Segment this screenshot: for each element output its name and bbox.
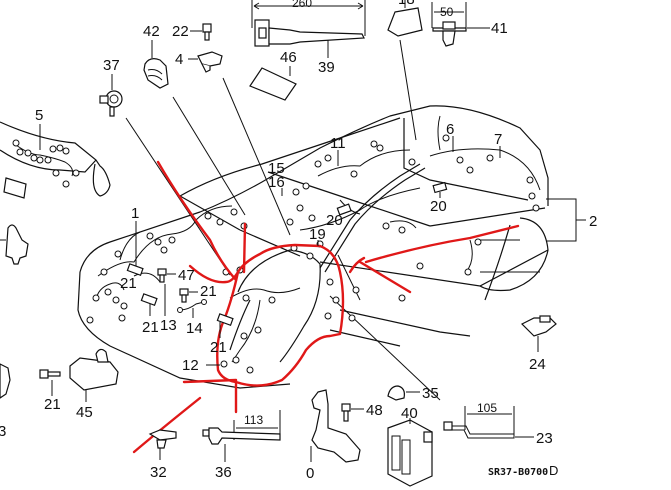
callout-47: 47	[178, 267, 195, 284]
part-3-bracket	[310, 389, 361, 463]
callout-7: 7	[494, 131, 502, 148]
callout-13: 13	[160, 317, 177, 334]
dimension-260: 260	[292, 0, 312, 10]
part-22-bolt	[190, 23, 212, 41]
callout-21-a: 21	[120, 275, 137, 292]
callout-1: 1	[131, 205, 139, 222]
callout-42: 42	[143, 23, 160, 40]
callout-18: 18	[398, 0, 415, 8]
callout-15: 15	[268, 160, 285, 177]
callout-36: 36	[215, 464, 232, 481]
part-46-pad	[249, 66, 297, 101]
dimension-113: 113	[244, 413, 263, 427]
callout-41: 41	[491, 20, 508, 37]
part-36-sub-harness	[202, 410, 281, 462]
drawing-code: SR37-B0700	[488, 467, 548, 478]
part-20-bolt-b	[432, 181, 448, 198]
callout-6: 6	[446, 121, 454, 138]
callout-22: 22	[172, 23, 189, 40]
red-annotation-marks	[132, 160, 520, 454]
callout-5: 5	[35, 107, 43, 124]
callout-21-e: 21	[44, 396, 61, 413]
part-42-clamp	[143, 40, 246, 216]
part-32-clip	[148, 429, 177, 460]
callout-24: 24	[529, 356, 546, 373]
callout-12: 12	[182, 357, 199, 374]
part-21-bolt-c	[140, 293, 158, 316]
callout-46: 46	[280, 49, 297, 66]
part-48-bolt	[341, 403, 364, 422]
part-23-sub-harness	[443, 406, 534, 439]
callout-45: 45	[76, 404, 93, 421]
callout-2: 2	[589, 213, 597, 230]
bracket-2	[546, 198, 586, 242]
part-39-sub-harness	[251, 0, 366, 58]
callout-16: 16	[268, 174, 285, 191]
part-35-clip	[387, 385, 420, 401]
part-5-dash-harness	[0, 121, 111, 265]
callout-4: 4	[175, 51, 183, 68]
part-21-bolt-b	[179, 288, 198, 303]
callout-10-partial: 3	[0, 423, 6, 440]
callout-20-b: 20	[430, 198, 447, 215]
car-body	[77, 105, 549, 401]
part-45-module	[69, 348, 119, 402]
callout-21-d: 21	[210, 339, 227, 356]
drawing-suffix: D	[549, 463, 558, 478]
callout-35: 35	[422, 385, 439, 402]
callout-48: 48	[366, 402, 383, 419]
part-24-connector	[520, 315, 557, 352]
callout-21-b: 21	[200, 283, 217, 300]
callout-19: 19	[309, 226, 326, 243]
callout-39: 39	[318, 59, 335, 76]
part-41-clip	[431, 2, 490, 47]
part-14-wire	[177, 299, 207, 318]
dimension-105: 105	[477, 401, 497, 415]
callout-32: 32	[150, 464, 167, 481]
callout-21-c: 21	[142, 319, 159, 336]
part-47-bolt	[157, 268, 176, 283]
part-20-bolt-a	[336, 203, 352, 216]
callout-37: 37	[103, 57, 120, 74]
part-37-grommet	[99, 74, 231, 276]
part-21-bolt-d	[216, 313, 234, 338]
dimension-50: 50	[440, 5, 454, 19]
callout-23: 23	[536, 430, 553, 447]
callout-14: 14	[186, 320, 203, 337]
callout-11: 11	[330, 135, 346, 152]
callout-40: 40	[401, 405, 418, 422]
callout-3: 0	[306, 465, 314, 482]
part-10-edge-partial	[0, 363, 11, 399]
part-4-clip	[188, 51, 291, 236]
part-18-pad	[387, 0, 423, 141]
part-21-bolt-a	[126, 263, 144, 276]
part-21-bolt-e	[39, 369, 61, 396]
part-40-relay-box	[387, 418, 433, 487]
callout-20-a: 20	[326, 212, 343, 229]
